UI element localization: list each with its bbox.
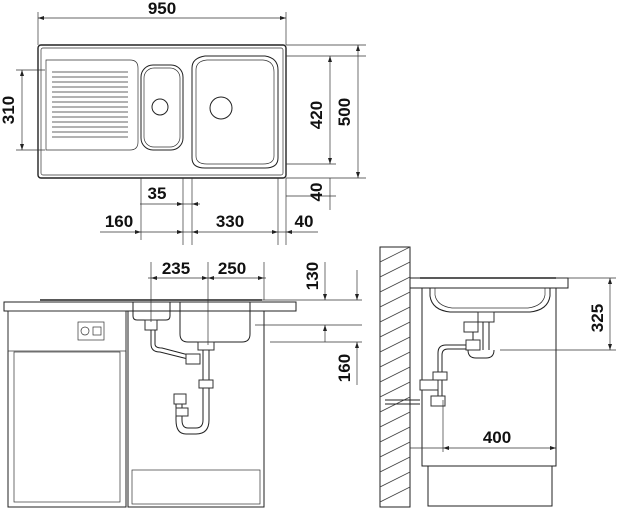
side-plinth [427, 465, 553, 507]
dim-250-label: 250 [218, 259, 246, 278]
main-bowl-inner [195, 59, 275, 165]
dishwasher-cabinet [7, 310, 127, 508]
small-bowl [140, 64, 184, 151]
sink-outline [37, 44, 287, 179]
dim-235-label: 235 [162, 259, 190, 278]
drainer-area [45, 59, 139, 151]
side-sink-bowl [429, 288, 551, 313]
drainer-grooves [52, 71, 128, 138]
top-view: 950 310 420 500 40 35 [0, 0, 366, 245]
siphon-trap [181, 398, 204, 429]
countertop [3, 301, 297, 312]
dim-420-label: 420 [307, 101, 326, 129]
dim-330-label: 330 [216, 212, 244, 231]
main-bowl-drain [209, 96, 233, 120]
dim-35-label: 35 [148, 184, 167, 203]
dim-160-label: 160 [105, 212, 133, 231]
sink-rim [40, 47, 284, 176]
dishwasher-knob-icon [80, 326, 90, 336]
side-countertop [409, 277, 569, 289]
wall-hatching [379, 246, 411, 503]
dishwasher-control-panel [77, 321, 105, 341]
dim-160-front-label: 160 [335, 354, 354, 382]
main-bowl-outlet [197, 341, 215, 351]
dim-400-label: 400 [483, 428, 511, 447]
siphon-nut [198, 379, 214, 389]
wall [379, 246, 411, 508]
side-drain-pipe [437, 344, 466, 400]
small-bowl-drain [151, 98, 169, 116]
main-bowl-section [179, 302, 251, 343]
sink-cabinet [127, 310, 265, 508]
dim-40-back-label: 40 [307, 183, 326, 202]
dim-950-label: 950 [148, 0, 176, 18]
connecting-pipe [150, 330, 201, 363]
dim-40-right-label: 40 [295, 212, 314, 231]
dim-130-label: 130 [303, 262, 322, 290]
dim-325-label: 325 [588, 304, 607, 332]
front-view: 235 250 130 160 [3, 259, 362, 508]
dishwasher-door [13, 351, 121, 503]
dim-310-label: 310 [0, 96, 18, 124]
side-view: 325 400 [379, 246, 616, 508]
dim-500-label: 500 [335, 98, 354, 126]
main-bowl [191, 55, 279, 169]
small-bowl-inner [143, 67, 181, 148]
side-outlet [477, 311, 495, 323]
